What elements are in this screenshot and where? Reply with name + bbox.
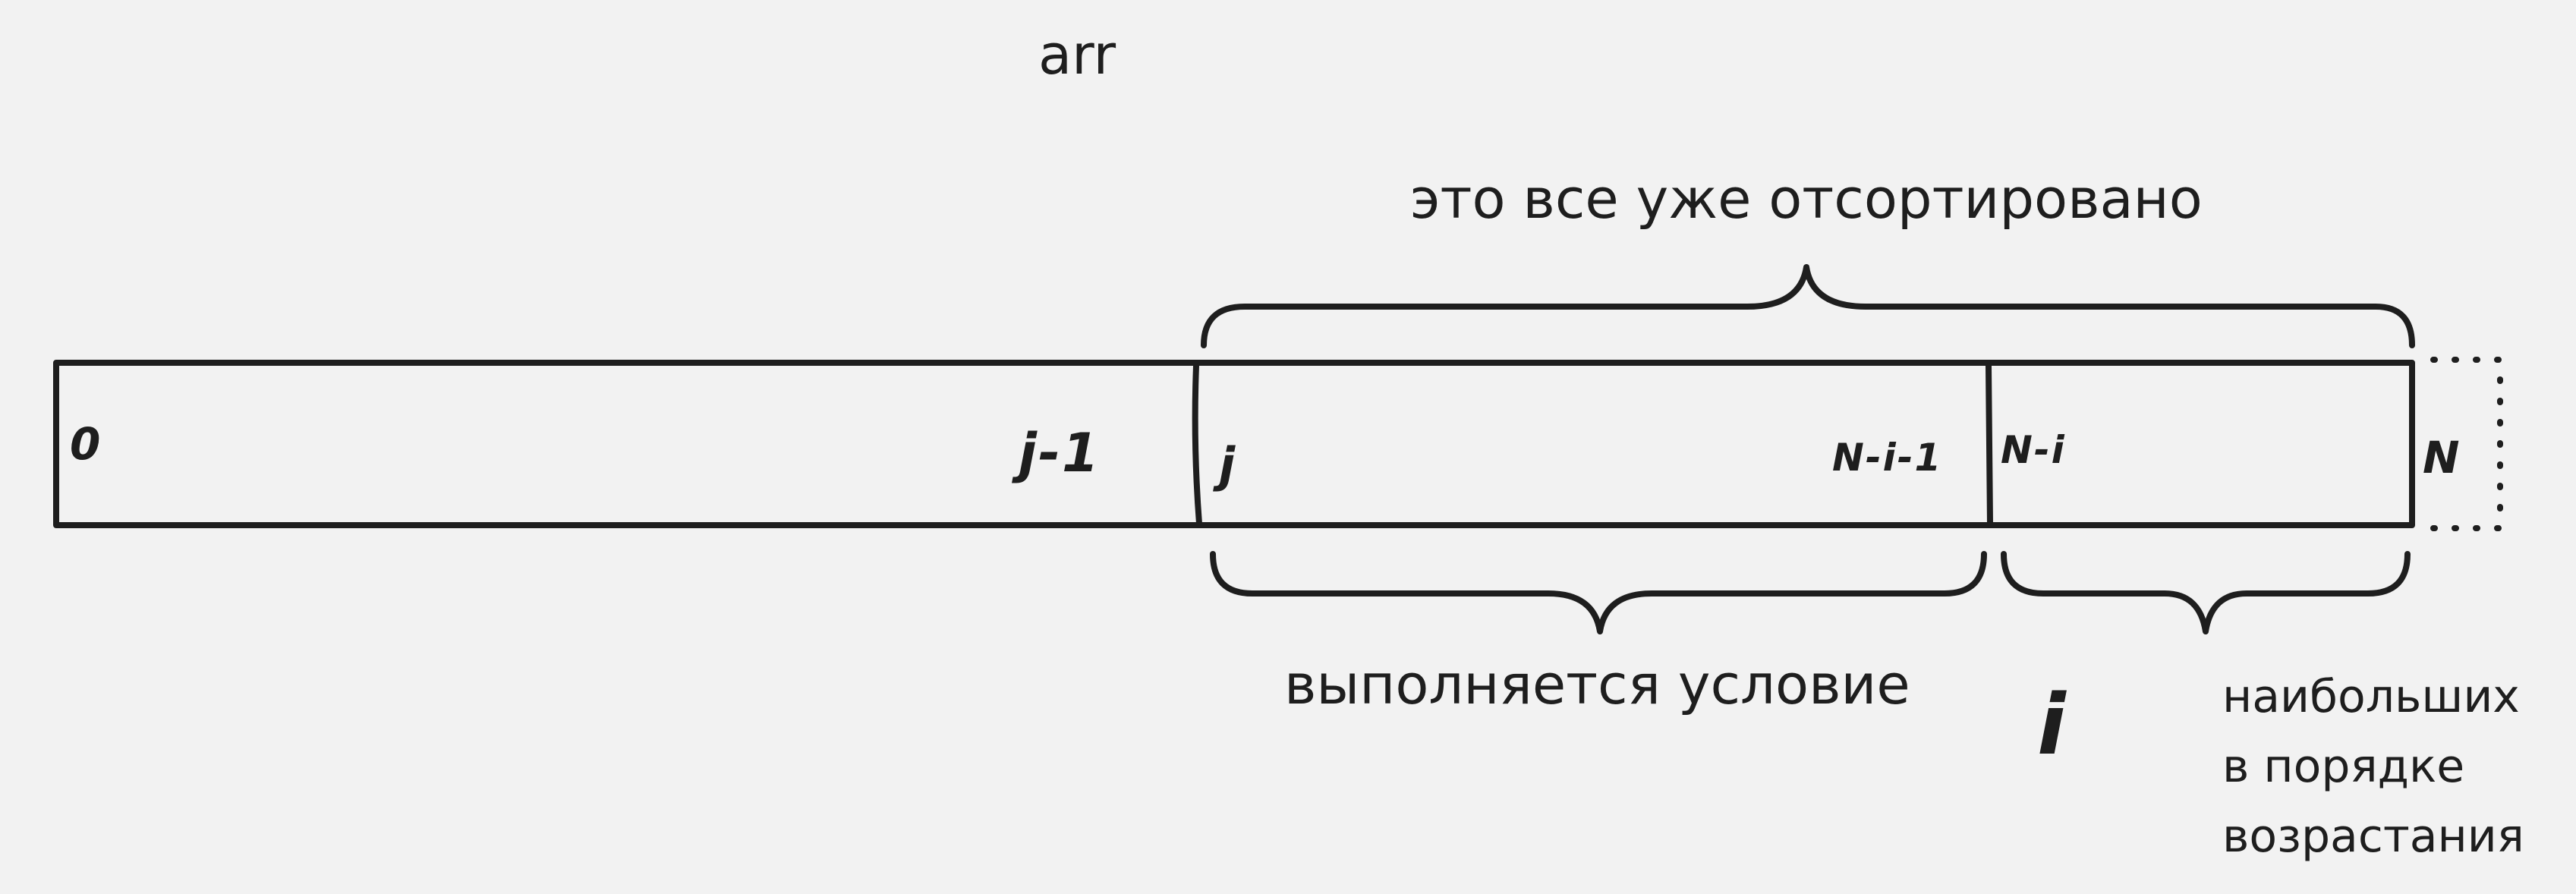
- index-label-i: i: [2037, 676, 2067, 773]
- index-label-0: 0: [70, 418, 102, 470]
- index-label-j-minus-1: j-1: [1019, 422, 1101, 484]
- index-label-n-minus-i-minus-1: N-i-1: [1832, 436, 1943, 480]
- divider-n-minus-i: [1986, 363, 1993, 527]
- largest-line-2: в порядке: [2222, 740, 2465, 793]
- sorted-section-label: это все уже отсортировано: [1410, 167, 2203, 231]
- divider-j: [1192, 363, 1202, 527]
- array-name-label: arr: [1038, 23, 1116, 87]
- index-label-n-minus-i: N-i: [2001, 428, 2066, 472]
- condition-section-label: выполняется условие: [1284, 653, 1910, 716]
- largest-line-3: возрастания: [2222, 810, 2524, 863]
- array-rectangle: [53, 360, 2415, 528]
- index-label-j: j: [1219, 437, 1237, 493]
- sorted-brace: [1201, 264, 2415, 348]
- largest-brace: [2001, 551, 2411, 634]
- condition-brace: [1210, 551, 1987, 634]
- index-label-n: N: [2423, 432, 2461, 483]
- largest-line-1: наибольших: [2222, 670, 2520, 723]
- largest-section-label: наибольших в порядке возрастания: [2222, 662, 2524, 871]
